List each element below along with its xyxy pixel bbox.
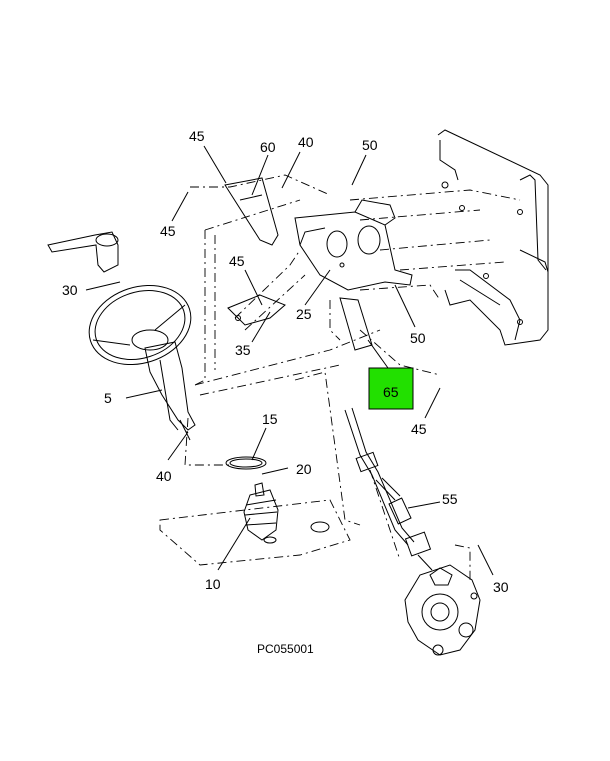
callout-60[interactable]: 60 bbox=[260, 139, 276, 155]
callout-40-top[interactable]: 40 bbox=[298, 134, 314, 150]
steering-column bbox=[144, 341, 196, 441]
callout-50-right[interactable]: 50 bbox=[410, 330, 426, 346]
lower-bracket bbox=[227, 294, 286, 326]
callout-10[interactable]: 10 bbox=[205, 576, 221, 592]
horn-cap bbox=[47, 231, 119, 273]
callout-35[interactable]: 35 bbox=[235, 342, 251, 358]
floor-boot bbox=[243, 482, 279, 541]
column-mounting-bracket bbox=[294, 199, 413, 351]
callout-40-lower[interactable]: 40 bbox=[156, 468, 172, 484]
floor-plate bbox=[159, 499, 351, 566]
figure-caption: PC055001 bbox=[257, 642, 314, 656]
callout-45-mid[interactable]: 45 bbox=[229, 253, 245, 269]
callout-labels: 45 60 40 50 45 30 45 25 50 35 65 5 45 15… bbox=[62, 128, 509, 595]
support-panel bbox=[224, 177, 279, 246]
firewall-bracket bbox=[437, 129, 549, 346]
intermediate-shaft bbox=[344, 407, 433, 571]
callout-45-top[interactable]: 45 bbox=[189, 128, 205, 144]
steering-wheel bbox=[88, 284, 192, 366]
callout-30-gear[interactable]: 30 bbox=[493, 579, 509, 595]
callout-45-left[interactable]: 45 bbox=[160, 223, 176, 239]
callout-30-wheel[interactable]: 30 bbox=[62, 282, 78, 298]
callout-20[interactable]: 20 bbox=[296, 461, 312, 477]
callout-50-top[interactable]: 50 bbox=[362, 137, 378, 153]
callout-55[interactable]: 55 bbox=[442, 491, 458, 507]
phantom-dash-outline bbox=[184, 174, 521, 580]
highlighted-callout-box[interactable] bbox=[368, 367, 414, 410]
callout-15[interactable]: 15 bbox=[262, 411, 278, 427]
callout-45-lower[interactable]: 45 bbox=[411, 421, 427, 437]
leader-lines bbox=[85, 145, 494, 576]
steering-gear bbox=[404, 564, 481, 656]
callout-65[interactable]: 65 bbox=[383, 384, 399, 400]
callout-25[interactable]: 25 bbox=[296, 306, 312, 322]
boot-clamp bbox=[225, 456, 267, 470]
callout-5[interactable]: 5 bbox=[104, 390, 112, 406]
